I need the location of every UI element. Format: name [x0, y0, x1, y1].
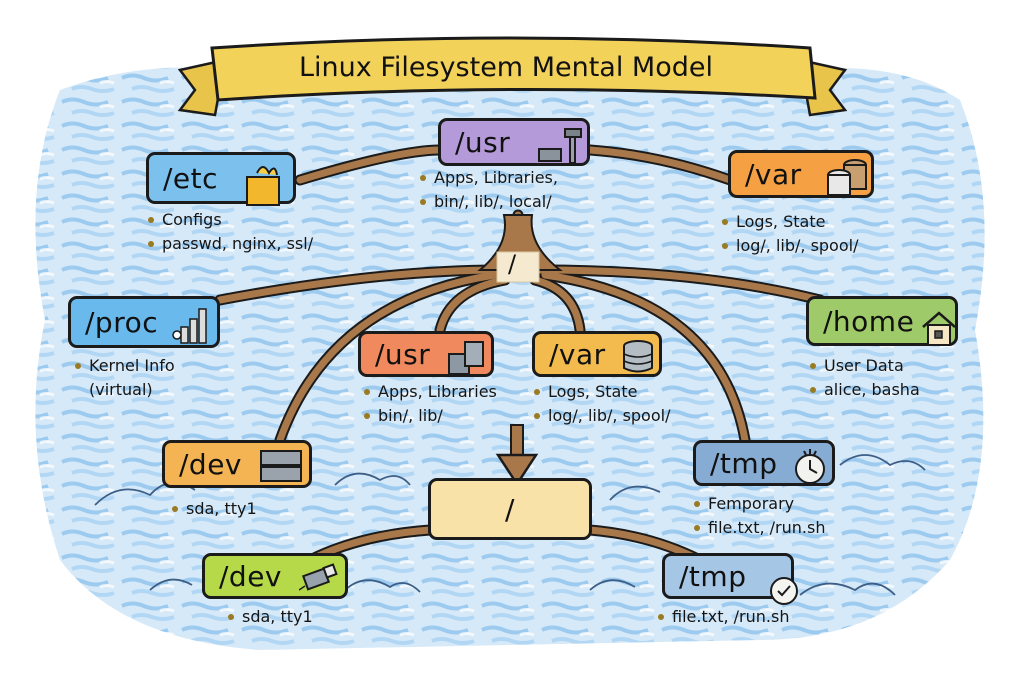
node-usr-top-label: /usr	[455, 125, 511, 159]
stopwatch-icon	[795, 449, 825, 484]
hammer-brick-icon	[538, 128, 582, 164]
root-directory-box[interactable]: /	[428, 478, 592, 540]
note-line: Logs, State	[548, 382, 638, 401]
node-tmp-mid[interactable]: /tmp	[693, 440, 835, 486]
note-line: file.txt, /run.sh	[672, 607, 790, 626]
node-etc[interactable]: /etc	[146, 152, 296, 206]
node-usr-mid[interactable]: /usr	[358, 331, 494, 377]
note-line: sda, tty1	[186, 499, 257, 518]
node-dev-mid-notes: sda, tty1	[172, 497, 257, 521]
node-tmp-bottom-notes: file.txt, /run.sh	[658, 605, 789, 629]
bar-chart-gear-icon	[172, 308, 207, 344]
note-line: Configs	[162, 210, 222, 229]
database-stack-icon	[827, 159, 867, 196]
node-etc-notes: Configs passwd, nginx, ssl/	[148, 208, 313, 256]
node-home-label: /home	[823, 304, 915, 338]
node-proc[interactable]: /proc	[68, 296, 220, 348]
water-background	[35, 67, 985, 650]
note-line: Logs, State	[736, 212, 826, 231]
note-line: alice, basha	[824, 380, 920, 399]
note-line: file.txt, /run.sh	[708, 518, 826, 537]
node-tmp-mid-notes: Femporary file.txt, /run.sh	[694, 492, 825, 540]
node-proc-notes: Kernel Info (virtual)	[75, 354, 175, 402]
note-line: log/, lib/, spool/	[548, 406, 671, 425]
note-line: Apps, Libraries,	[434, 168, 558, 187]
note-line: Kernel Info	[89, 356, 175, 375]
note-line: sda, tty1	[242, 607, 313, 626]
usb-drive-icon	[299, 563, 338, 591]
note-line: User Data	[824, 356, 904, 375]
title-banner	[177, 36, 848, 117]
node-dev-bottom[interactable]: /dev	[202, 553, 348, 599]
down-arrow-icon	[495, 424, 539, 487]
node-var-top-label: /var	[745, 157, 802, 191]
node-var-mid-notes: Logs, State log/, lib/, spool/	[534, 380, 670, 428]
clock-check-icon	[770, 577, 798, 605]
node-dev-bottom-label: /dev	[219, 559, 283, 593]
node-usr-top[interactable]: /usr	[438, 118, 590, 166]
root-directory-label: /	[505, 492, 515, 526]
root-hub-label: /	[508, 250, 517, 278]
node-usr-mid-notes: Apps, Libraries bin/, lib/	[364, 380, 497, 428]
node-tmp-bottom[interactable]: /tmp	[662, 553, 798, 605]
node-proc-label: /proc	[85, 305, 159, 339]
note-line: bin/, lib/	[378, 406, 443, 425]
node-dev-mid[interactable]: /dev	[162, 440, 312, 488]
node-etc-label: /etc	[163, 161, 219, 195]
note-line: Apps, Libraries	[378, 382, 497, 401]
node-usr-top-notes: Apps, Libraries, bin/, lib/, local/	[420, 166, 558, 214]
node-home-notes: User Data alice, basha	[810, 354, 920, 402]
database-icon	[623, 340, 653, 373]
node-var-top-notes: Logs, State log/, lib/, spool/	[722, 210, 858, 258]
open-box-icon	[246, 166, 280, 206]
note-line: passwd, nginx, ssl/	[162, 234, 314, 253]
node-var-top[interactable]: /var	[728, 150, 874, 198]
disk-drives-icon	[260, 450, 302, 482]
house-icon	[922, 311, 956, 346]
root-hub	[477, 214, 563, 283]
node-var-mid-label: /var	[549, 337, 606, 371]
node-tmp-mid-label: /tmp	[710, 446, 778, 480]
node-dev-mid-label: /dev	[179, 447, 243, 481]
note-line: Femporary	[708, 494, 795, 513]
node-usr-mid-label: /usr	[375, 337, 431, 371]
cubes-icon	[448, 341, 484, 375]
node-home[interactable]: /home	[806, 296, 958, 346]
note-line: (virtual)	[89, 380, 153, 399]
note-line: log/, lib/, spool/	[736, 236, 859, 255]
diagram-title: Linux Filesystem Mental Model	[298, 52, 713, 83]
node-var-mid[interactable]: /var	[532, 331, 662, 377]
node-tmp-bottom-label: /tmp	[679, 559, 747, 593]
node-dev-bottom-notes: sda, tty1	[228, 605, 313, 629]
note-line: bin/, lib/, local/	[434, 192, 552, 211]
